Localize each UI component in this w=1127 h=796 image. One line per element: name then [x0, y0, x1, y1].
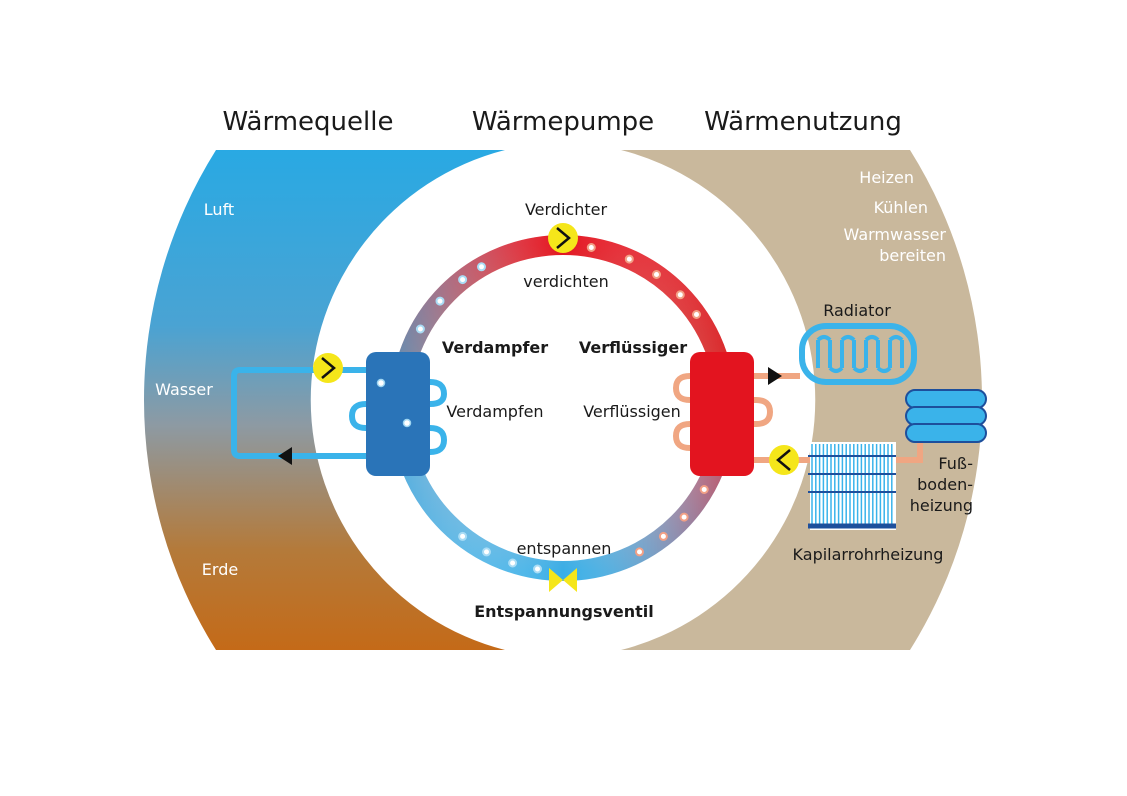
refrigerant-bubble [624, 254, 634, 264]
expansion-valve-icon [549, 568, 577, 592]
refrigerant-bubble [533, 564, 542, 574]
condense-label: Verflüssigen [583, 402, 681, 421]
refrigerant-bubble [482, 547, 491, 557]
refrigerant-bubble [458, 531, 468, 541]
floor-heating-icon [905, 389, 987, 443]
use-heating-label: Heizen [859, 168, 914, 187]
expand-label: entspannen [517, 539, 612, 558]
refrigerant-bubble [477, 262, 486, 272]
use-cooling-label: Kühlen [874, 198, 928, 217]
refrigerant-bubble [675, 290, 685, 300]
source-pump-icon [313, 353, 343, 383]
floor-heating-label-3: heizung [910, 496, 973, 515]
floor-heating-label-2: boden- [917, 475, 973, 494]
refrigerant-bubble [652, 270, 661, 279]
flow-arrow-icon [768, 367, 782, 385]
heat-source-band [143, 150, 505, 650]
capillary-heating-icon [808, 442, 896, 530]
refrigerant-bubble [586, 243, 596, 252]
refrigerant-bubble [692, 310, 701, 319]
use-hotwater-label-1: Warmwasser [844, 225, 947, 244]
condenser-label: Verflüssiger [579, 338, 687, 357]
radiator-icon [799, 323, 917, 385]
refrigerant-bubble [699, 485, 709, 494]
evaporate-label: Verdampfen [446, 402, 543, 421]
refrigerant-bubble [458, 275, 468, 285]
heating-pump-icon [769, 445, 799, 475]
refrigerant-bubble [635, 547, 644, 557]
flow-arrow-icon [278, 447, 292, 465]
refrigerant-bubble [435, 296, 445, 306]
header-heat-source: Wärmequelle [223, 107, 394, 137]
header-heat-pump: Wärmepumpe [472, 107, 654, 137]
source-air-label: Luft [204, 200, 234, 219]
compressor-icon [548, 223, 578, 253]
expansion-valve-label: Entspannungsventil [474, 602, 654, 621]
capillary-heating-label: Kapilarrohrheizung [793, 545, 944, 564]
header-heat-use: Wärmenutzung [704, 107, 902, 137]
evaporator-label: Verdampfer [442, 338, 548, 357]
compress-label: verdichten [523, 272, 608, 291]
floor-heating-label-1: Fuß- [938, 454, 973, 473]
refrigerant-bubble [658, 531, 668, 541]
refrigerant-bubble [679, 512, 689, 522]
refrigerant-bubbles [396, 243, 709, 574]
use-hotwater-label-2: bereiten [879, 246, 946, 265]
source-water-label: Wasser [155, 380, 213, 399]
refrigerant-bubble [415, 324, 425, 334]
radiator-label: Radiator [823, 301, 891, 320]
refrigerant-bubble [508, 558, 518, 568]
condenser-block [690, 352, 754, 476]
evaporator-block [366, 352, 430, 476]
compressor-label: Verdichter [525, 200, 608, 219]
source-earth-label: Erde [202, 560, 238, 579]
